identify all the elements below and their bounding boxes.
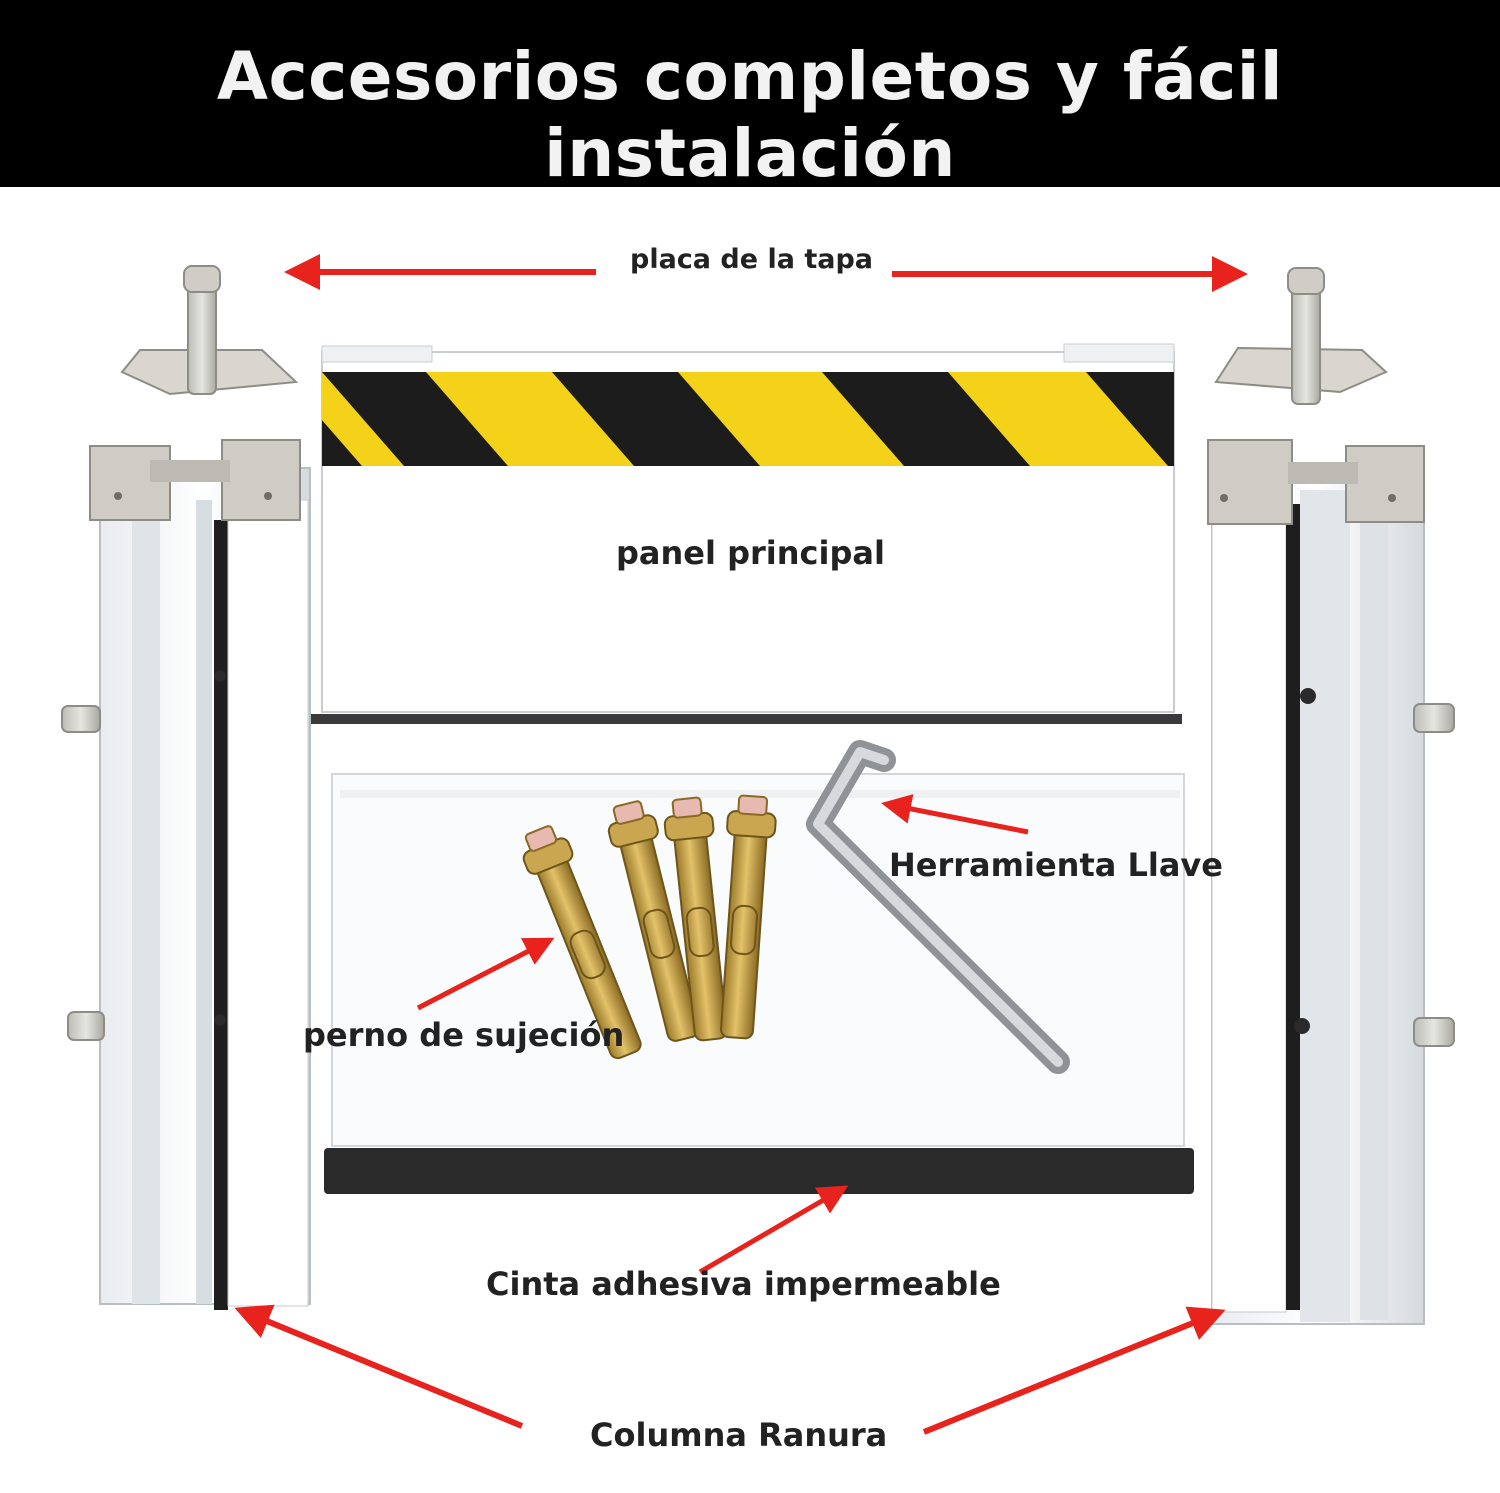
expansion-bolt-icon <box>522 825 642 1060</box>
arrow-column-right <box>922 1306 1226 1435</box>
left-column <box>61 439 311 1310</box>
arrow-tape <box>698 1185 849 1275</box>
side-pin <box>61 705 101 733</box>
arrow-wrench <box>881 794 1029 835</box>
expansion-bolt-icon <box>607 800 700 1042</box>
arrow-bolt <box>416 937 555 1011</box>
label-main-panel: panel principal <box>616 534 885 572</box>
expansion-bolt-icon <box>663 796 728 1042</box>
expansion-bolt-icon <box>720 794 777 1040</box>
t-bolt-icon <box>120 265 299 396</box>
rubber-seal <box>324 1148 1194 1194</box>
page-title: Accesorios completos y fácil instalación <box>216 38 1284 192</box>
right-column <box>1207 439 1455 1325</box>
side-pin <box>1413 1017 1455 1047</box>
arrow-column-left <box>234 1304 524 1429</box>
label-wrench: Herramienta Llave <box>889 846 1223 884</box>
label-bolt: perno de sujeción <box>303 1016 625 1054</box>
label-column: Columna Ranura <box>590 1416 888 1454</box>
hazard-stripe <box>322 372 1174 466</box>
main-panel <box>298 343 1182 724</box>
label-tape: Cinta adhesiva impermeable <box>486 1265 1001 1303</box>
side-pin <box>1413 703 1455 733</box>
t-bolt-icon <box>1214 267 1388 405</box>
hex-key-icon <box>806 740 1070 1074</box>
side-pin <box>67 1011 105 1041</box>
label-cover-plate: placa de la tapa <box>630 244 874 275</box>
title-banner: Accesorios completos y fácil instalación <box>0 0 1500 192</box>
